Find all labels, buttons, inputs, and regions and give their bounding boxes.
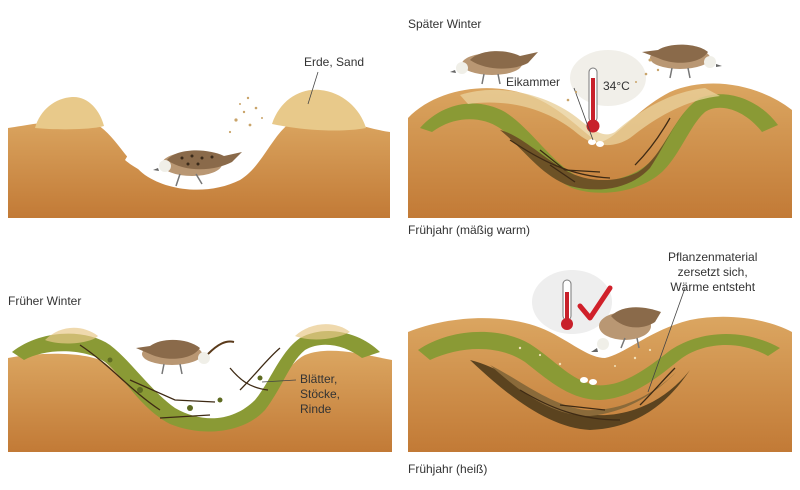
leaf-layer (12, 330, 380, 432)
label-temperature: 34°C (603, 79, 630, 93)
branches (79, 344, 281, 419)
material-line: Stöcke, (300, 387, 341, 401)
sand-pile-left (35, 96, 104, 130)
sand-particles (518, 346, 652, 367)
material-line: Rinde (300, 402, 332, 416)
title-early-winter: Früher Winter (8, 294, 82, 308)
decomp-leader (647, 287, 686, 393)
label-decomposition: Pflanzenmaterial zersetzt sich, Wärme en… (668, 250, 757, 295)
leaf-bits (107, 357, 263, 411)
leaf-layer (420, 94, 778, 193)
title-late-winter: Später Winter (408, 17, 482, 31)
panel-digging (8, 71, 390, 218)
label-earth-sand: Erde, Sand (304, 55, 365, 69)
bird-icon (136, 339, 235, 375)
material-line: Blätter, (300, 372, 338, 386)
sand-cap (460, 88, 720, 146)
label-egg-chamber: Eikammer (506, 75, 561, 89)
caption-spring-moderate: Frühjahr (mäßig warm) (408, 223, 531, 237)
sand-cap (295, 324, 350, 340)
compost-core (470, 360, 690, 430)
sand-pile-right (272, 89, 366, 131)
bird-icon (450, 51, 538, 85)
caption-spring-hot: Frühjahr (heiß) (408, 462, 488, 476)
panel-early-winter (8, 324, 392, 452)
bird-icon (642, 44, 722, 79)
decomp-line: zersetzt sich, (677, 265, 748, 279)
branches (509, 117, 671, 183)
pit-hollow (125, 128, 262, 184)
heat-cloud (570, 50, 646, 106)
branches (519, 367, 676, 421)
compost-body (490, 365, 680, 416)
decomp-line: Wärme entsteht (670, 280, 756, 294)
label-leaves-sticks-bark: Blätter, Stöcke, Rinde (300, 372, 340, 417)
compost-core (500, 112, 685, 190)
ground-pit (8, 350, 392, 452)
egg-icon (588, 139, 604, 147)
leaf-layer (418, 331, 780, 400)
bird-icon (591, 307, 661, 352)
thermometer-icon (561, 279, 573, 330)
sand-particles (228, 96, 263, 134)
panel-spring-hot (408, 270, 792, 452)
ground-pit (8, 116, 390, 218)
thermometer-icon (586, 67, 600, 133)
bird-icon (153, 150, 242, 187)
egg-icon (580, 377, 597, 385)
panel-late-winter (408, 44, 792, 218)
material-leader (261, 379, 297, 383)
label-leader (307, 71, 319, 105)
checkmark-icon (577, 285, 613, 321)
decomp-line: Pflanzenmaterial (668, 250, 758, 264)
egg-leader (573, 87, 594, 141)
sand-cap (45, 327, 98, 344)
sand-particles (566, 58, 660, 102)
